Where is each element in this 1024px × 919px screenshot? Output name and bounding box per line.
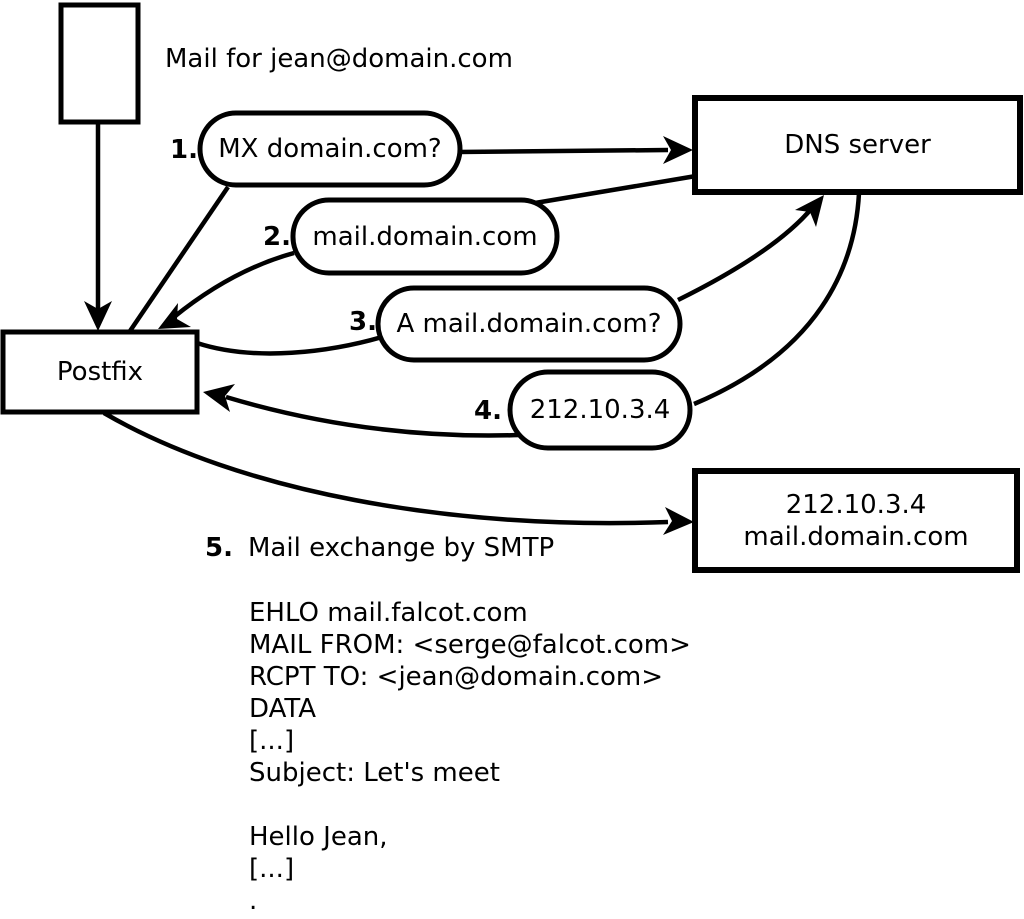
arrow-line-answer2-to-postfix: [172, 250, 295, 319]
step5-label: Mail exchange by SMTP: [248, 533, 555, 563]
arrowhead-into-dns-left: [663, 136, 693, 164]
smtp-line: MAIL FROM: <serge@falcot.com>: [249, 630, 691, 660]
smtp-line: Hello Jean,: [249, 822, 388, 852]
answer4-pill-label: 212.10.3.4: [529, 395, 671, 425]
mail-message-shape: [58, 2, 141, 125]
step1-number: 1.: [170, 135, 198, 165]
mail-host-node-box: [692, 468, 1020, 573]
answer2-pill: [290, 197, 560, 276]
smtp-line: RCPT TO: <jean@domain.com>: [249, 662, 664, 692]
step2-number: 2.: [263, 222, 291, 252]
smtp-session-text: EHLO mail.falcot.com MAIL FROM: <serge@f…: [249, 597, 691, 917]
query1-pill-label: MX domain.com?: [218, 134, 442, 164]
arrowhead-answer2-into-postfix: [158, 303, 191, 329]
dns-server-node-label: DNS server: [784, 130, 931, 160]
query3-pill: [375, 285, 683, 363]
line-dns-to-answer4: [693, 192, 862, 407]
dns-server-node-box: [692, 95, 1023, 195]
mail-host-name: mail.domain.com: [743, 521, 969, 552]
arrow-line-answer4-to-postfix: [225, 394, 521, 438]
step4-number: 4.: [474, 396, 502, 426]
line-dns-to-answer2: [534, 173, 697, 206]
smtp-line: [249, 789, 691, 821]
mail-note-label: Mail for jean@domain.com: [165, 44, 513, 74]
postfix-node-box: [0, 329, 200, 415]
mail-host-node-label: 212.10.3.4 mail.domain.com: [695, 471, 1017, 570]
smtp-line: DATA: [249, 694, 316, 724]
smtp-line: [...]: [249, 854, 295, 884]
arrow-line-query3-to-dns: [677, 206, 814, 303]
line-postfix-to-query3: [196, 334, 383, 356]
arrowhead-answer4-into-postfix: [203, 384, 235, 412]
postfix-node-label: Postfix: [56, 357, 144, 387]
smtp-line: [...]: [249, 726, 295, 756]
answer4-pill: [507, 369, 693, 451]
arrowhead-into-postfix-top: [84, 301, 112, 331]
step5-number: 5.: [205, 533, 233, 563]
smtp-line: EHLO mail.falcot.com: [249, 598, 528, 628]
answer2-pill-label: mail.domain.com: [312, 221, 538, 252]
smtp-line: .: [249, 886, 258, 916]
smtp-line: Subject: Let's meet: [249, 758, 500, 788]
query3-pill-label: A mail.domain.com?: [396, 309, 662, 339]
arrow-line-postfix-to-mailhost: [102, 411, 669, 526]
step3-number: 3.: [349, 307, 377, 337]
arrowhead-into-mail-host: [663, 507, 694, 535]
arrow-line-query1-to-dns: [457, 147, 669, 155]
arrowhead-query3-into-dns: [795, 195, 824, 227]
mail-host-ip: 212.10.3.4: [785, 489, 927, 520]
line-postfix-to-query1: [128, 185, 230, 333]
query1-pill: [197, 110, 463, 188]
